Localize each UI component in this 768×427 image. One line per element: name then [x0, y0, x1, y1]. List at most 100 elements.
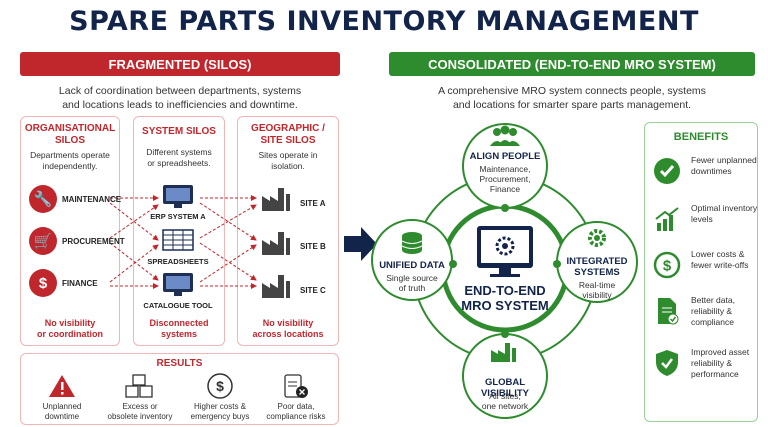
result-label: obsolete inventory: [107, 412, 173, 421]
silo-title-line: ORGANISATIONAL: [24, 123, 116, 134]
intro-line: A comprehensive MRO system connects peop…: [438, 85, 706, 97]
site-label: SITE A: [300, 199, 326, 208]
integrated-systems-desc: Real-time visibility: [562, 280, 632, 300]
center-title-line: MRO SYSTEM: [461, 298, 549, 313]
silo-bottom-line: No visibility: [44, 318, 96, 328]
node-desc-line: one network: [481, 401, 529, 411]
silo-desc-line: Sites operate in: [258, 150, 318, 160]
align-people-title: ALIGN PEOPLE: [469, 151, 541, 162]
benefit-label: Better data,: [691, 295, 735, 305]
silo-bottom: No visibility across locations: [238, 318, 338, 340]
warning-icon: [49, 375, 75, 397]
unified-data-title: UNIFIED DATA: [379, 260, 445, 271]
silo-title-line: SILOS: [54, 135, 85, 146]
document-check-icon: [658, 298, 679, 325]
unified-data-desc: Single source of truth: [377, 273, 447, 293]
department-label: FINANCE: [62, 279, 98, 288]
svg-text:$: $: [663, 258, 672, 275]
system-label: ERP SYSTEM A: [150, 212, 206, 221]
node-desc-line: Maintenance,: [479, 164, 531, 174]
silo-desc-line: Departments operate: [30, 150, 110, 160]
node-desc-line: visibility: [582, 290, 612, 300]
benefit-label: Improved asset: [691, 347, 750, 357]
growth-chart-icon: [655, 207, 679, 231]
system-label: SPREADSHEETS: [147, 257, 209, 266]
result-item: $ Higher costs &emergency buys: [181, 372, 259, 422]
silo-desc: Sites operate in isolation.: [238, 150, 338, 172]
page-title: SPARE PARTS INVENTORY MANAGEMENT: [69, 6, 699, 37]
silo-desc: Different systems or spreadsheets.: [134, 147, 224, 169]
benefit-label: Optimal inventory: [691, 203, 758, 213]
result-label: downtime: [44, 412, 80, 421]
silo-title: SYSTEM SILOS: [134, 126, 224, 138]
silo-desc-line: Different systems: [146, 147, 212, 157]
dollar-icon: $: [207, 373, 233, 399]
wrench-icon: 🔧: [29, 185, 57, 213]
silo-desc-line: or spreadsheets.: [147, 158, 211, 168]
check-icon: [654, 158, 680, 184]
silo-title: GEOGRAPHIC / SITE SILOS: [238, 123, 338, 147]
benefit-item: Better data,reliability &compliance: [651, 293, 757, 343]
factory-icon: [262, 188, 290, 211]
fragmented-header: FRAGMENTED (SILOS): [20, 52, 340, 76]
intro-line: Lack of coordination between departments…: [58, 85, 302, 97]
global-visibility-desc: All sites, one network: [460, 391, 550, 411]
benefit-label: compliance: [691, 317, 734, 327]
result-label: Unplanned: [42, 402, 82, 411]
dollar-icon: $: [653, 251, 681, 279]
global-visibility-title: GLOBAL VISIBILITY: [480, 377, 530, 399]
align-people-desc: Maintenance, Procurement, Finance: [463, 164, 547, 194]
node-desc-line: Finance: [489, 184, 521, 194]
silo-bottom-line: No visibility: [262, 318, 314, 328]
silo-desc: Departments operate independently.: [21, 150, 119, 172]
site-label: SITE C: [300, 286, 326, 295]
silo-bottom: No visibility or coordination: [21, 318, 119, 340]
mro-system-title: END-TO-END MRO SYSTEM: [455, 283, 555, 313]
svg-text:$: $: [216, 378, 224, 394]
silo-title-line: SYSTEM SILOS: [142, 126, 216, 137]
spreadsheet-icon: [162, 229, 194, 251]
silo-desc-line: independently.: [42, 161, 98, 171]
results-title: RESULTS: [156, 358, 203, 369]
intro-line: and locations leads to inefficiencies an…: [62, 99, 298, 111]
dollar-icon: $: [29, 269, 57, 297]
clipboard-x-icon: [284, 374, 308, 398]
factory-icon: [262, 232, 290, 255]
result-label: Higher costs &: [193, 402, 247, 411]
shield-check-icon: [656, 350, 678, 376]
intro-line: and locations for smarter spare parts ma…: [452, 99, 692, 111]
benefit-label: reliability &: [691, 306, 733, 316]
geographic-silo-panel: GEOGRAPHIC / SITE SILOS Sites operate in…: [237, 116, 339, 346]
silo-title-line: SITE SILOS: [260, 135, 316, 146]
result-label: compliance risks: [266, 412, 326, 421]
node-desc-line: of truth: [398, 283, 426, 293]
system-label: CATALOGUE TOOL: [143, 301, 213, 310]
result-item: Poor data,compliance risks: [257, 372, 335, 422]
node-desc-line: Single source: [386, 273, 438, 283]
monitor-icon: [163, 185, 193, 208]
benefit-label: downtimes: [691, 166, 732, 176]
benefit-label: levels: [691, 214, 713, 224]
factory-icon: [262, 275, 290, 298]
boxes-icon: [125, 374, 153, 398]
result-label: Excess or: [122, 402, 158, 411]
benefit-label: Lower costs &: [691, 249, 745, 259]
silo-bottom-line: across locations: [252, 329, 324, 339]
silo-bottom: Disconnected systems: [134, 318, 224, 340]
silo-desc-line: isolation.: [271, 161, 305, 171]
node-desc-line: All sites,: [489, 391, 521, 401]
benefit-label: Fewer unplanned: [691, 155, 757, 165]
silo-bottom-line: or coordination: [37, 329, 103, 339]
monitor-icon: [163, 273, 193, 296]
integrated-systems-title: INTEGRATED SYSTEMS: [562, 256, 632, 278]
silo-bottom-line: Disconnected: [149, 318, 209, 328]
organisational-silo-panel: ORGANISATIONAL SILOS Departments operate…: [20, 116, 120, 346]
node-title-line: SYSTEMS: [574, 267, 620, 278]
